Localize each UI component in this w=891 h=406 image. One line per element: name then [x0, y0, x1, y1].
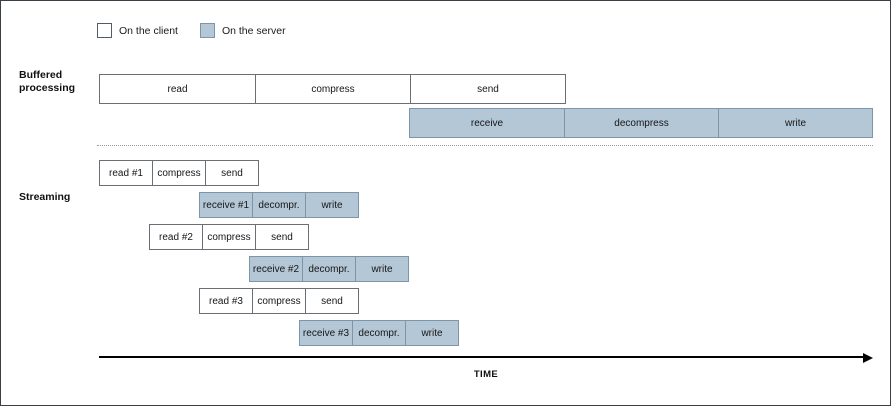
streaming-segment-compress-1: compress: [152, 160, 206, 186]
time-axis: [99, 353, 873, 363]
legend-label-client: On the client: [119, 24, 178, 37]
time-axis-caption: TIME: [473, 369, 499, 380]
buffered-segment-receive: receive: [409, 108, 565, 138]
buffered-segment-compress: compress: [255, 74, 411, 104]
streaming-server-bar-3: receive #3 decompr. write: [299, 320, 461, 346]
streaming-segment-read-1: read #1: [99, 160, 153, 186]
streaming-segment-compress-2: compress: [202, 224, 256, 250]
legend-item-server: On the server: [199, 23, 286, 38]
streaming-server-bar-2: receive #2 decompr. write: [249, 256, 411, 282]
section-label-streaming: Streaming: [19, 191, 71, 203]
legend-item-client: On the client: [97, 23, 178, 38]
section-divider: [97, 145, 873, 146]
legend-label-server: On the server: [221, 24, 286, 37]
streaming-client-bar-3: read #3 compress send: [199, 288, 361, 314]
arrow-right-icon: [863, 353, 873, 363]
buffered-segment-decompress: decompress: [564, 108, 719, 138]
streaming-segment-write-1: write: [305, 192, 359, 218]
streaming-segment-read-2: read #2: [149, 224, 203, 250]
streaming-segment-compress-3: compress: [252, 288, 306, 314]
buffered-segment-send: send: [410, 74, 566, 104]
buffered-segment-write: write: [718, 108, 873, 138]
streaming-segment-decompr-2: decompr.: [302, 256, 356, 282]
streaming-segment-receive-3: receive #3: [299, 320, 353, 346]
streaming-server-bar-1: receive #1 decompr. write: [199, 192, 361, 218]
streaming-segment-receive-1: receive #1: [199, 192, 253, 218]
streaming-segment-receive-2: receive #2: [249, 256, 303, 282]
section-label-buffered: Buffered processing: [19, 69, 93, 95]
streaming-segment-send-3: send: [305, 288, 359, 314]
legend: On the client On the server: [97, 23, 298, 38]
buffered-server-bar: receive decompress write: [409, 108, 873, 138]
streaming-segment-read-3: read #3: [199, 288, 253, 314]
legend-swatch-client-icon: [97, 23, 112, 38]
buffered-segment-read: read: [99, 74, 256, 104]
streaming-client-bar-1: read #1 compress send: [99, 160, 261, 186]
section-label-buffered-line1: Buffered: [19, 69, 63, 81]
time-axis-line: [99, 356, 865, 358]
streaming-segment-write-3: write: [405, 320, 459, 346]
streaming-segment-decompr-3: decompr.: [352, 320, 406, 346]
legend-swatch-server-icon: [199, 23, 215, 38]
streaming-segment-send-2: send: [255, 224, 309, 250]
streaming-segment-send-1: send: [205, 160, 259, 186]
buffered-client-bar: read compress send: [99, 74, 566, 104]
streaming-client-bar-2: read #2 compress send: [149, 224, 311, 250]
section-label-buffered-line2: processing: [19, 82, 76, 94]
streaming-segment-decompr-1: decompr.: [252, 192, 306, 218]
streaming-segment-write-2: write: [355, 256, 409, 282]
